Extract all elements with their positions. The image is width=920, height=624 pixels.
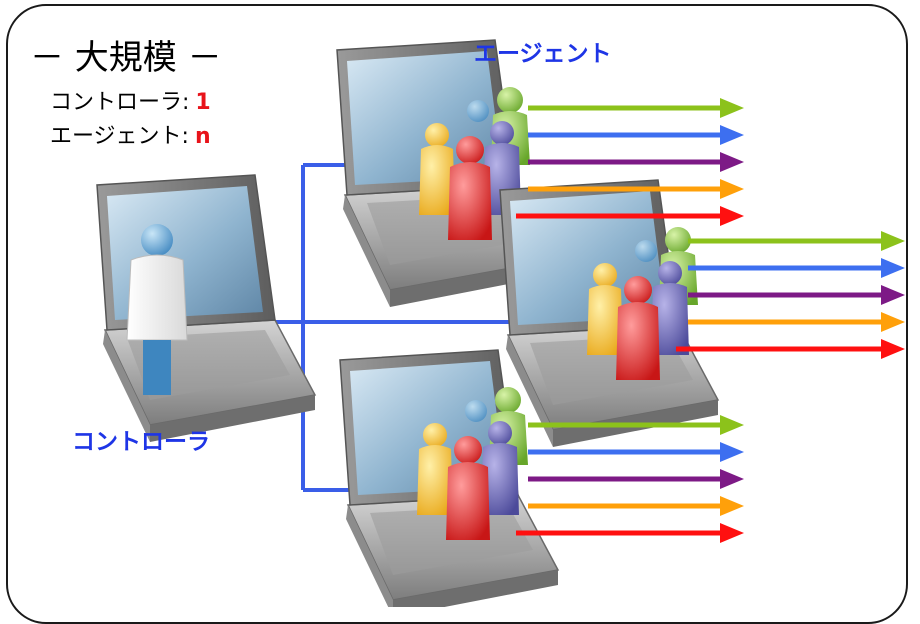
arrow-head-icon — [720, 98, 744, 118]
arrow-head-icon — [720, 206, 744, 226]
arrow-head-icon — [720, 523, 744, 543]
arrow-head-icon — [881, 285, 905, 305]
arrow-head-icon — [720, 496, 744, 516]
arrow-head-icon — [720, 415, 744, 435]
arrow-head-icon — [720, 469, 744, 489]
controller-laptop-icon — [96, 174, 316, 443]
traffic-arrows — [516, 98, 905, 543]
agent-laptop-2-icon — [499, 179, 719, 448]
arrow-head-icon — [881, 312, 905, 332]
controller-count: コントローラ:1 — [50, 84, 211, 116]
arrow-head-icon — [720, 125, 744, 145]
scale-heading: － 大規模 － — [30, 38, 222, 78]
agent-count: エージェント:n — [50, 118, 211, 150]
arrow-head-icon — [720, 442, 744, 462]
network-illustration — [96, 39, 905, 607]
controller-label: コントローラ — [72, 429, 210, 455]
arrow-head-icon — [720, 152, 744, 172]
arrow-head-icon — [881, 231, 905, 251]
arrow-head-icon — [720, 179, 744, 199]
arrow-head-icon — [881, 258, 905, 278]
arrow-head-icon — [881, 339, 905, 359]
agent-label: エージェント — [474, 41, 612, 67]
controller-count-value: 1 — [195, 90, 211, 115]
controller-count-label: コントローラ: — [50, 90, 190, 115]
diagram-canvas: － 大規模 － コントローラ:1 エージェント:n エージェント コントローラ — [6, 4, 908, 624]
agent-count-value: n — [194, 124, 211, 149]
agent-count-label: エージェント: — [50, 124, 189, 149]
